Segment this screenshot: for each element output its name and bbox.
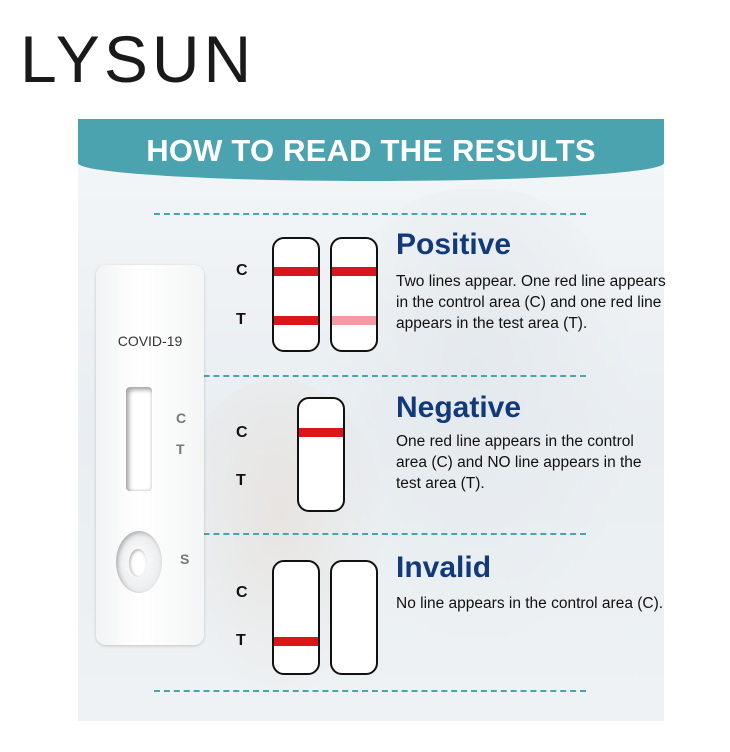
- cassette-sample-hole: [129, 549, 147, 577]
- result-desc-negative: One red line appears in the control area…: [396, 433, 642, 492]
- cassette-result-window: [126, 387, 152, 491]
- control-line: [332, 267, 376, 276]
- divider-2: [154, 533, 586, 535]
- cassette-mark-s: S: [180, 551, 190, 567]
- test-line: [274, 637, 318, 646]
- cassette-mark-c: C: [176, 410, 187, 426]
- positive-letter-t: T: [236, 311, 246, 328]
- invalid-strip-2: [330, 560, 378, 675]
- positive-letter-c: C: [236, 262, 248, 279]
- divider-1: [154, 375, 586, 377]
- positive-strip-1: [272, 237, 320, 352]
- result-desc-invalid: No line appears in the control area (C).: [396, 595, 664, 612]
- lysun-logo: LYSUN: [20, 22, 250, 90]
- title-banner: HOW TO READ THE RESULTS: [78, 119, 664, 181]
- control-line: [299, 428, 343, 437]
- invalid-letter-c: C: [236, 584, 248, 601]
- cassette-mark-t: T: [176, 441, 185, 457]
- result-desc-positive: Two lines appear. One red line appears i…: [396, 273, 666, 332]
- result-title-negative: Negative: [396, 391, 522, 424]
- page-title: HOW TO READ THE RESULTS: [146, 133, 596, 168]
- faint-test-line: [332, 316, 376, 325]
- negative-strip: [297, 397, 345, 512]
- control-line: [274, 267, 318, 276]
- divider-top: [154, 213, 586, 215]
- negative-letter-c: C: [236, 424, 248, 441]
- negative-letter-t: T: [236, 472, 246, 489]
- result-title-invalid: Invalid: [396, 551, 492, 584]
- result-title-positive: Positive: [396, 228, 512, 261]
- positive-strip-2: [330, 237, 378, 352]
- brand-logo-text: LYSUN: [20, 22, 250, 90]
- cassette-label: COVID-19: [117, 333, 183, 349]
- test-line: [274, 316, 318, 325]
- invalid-letter-t: T: [236, 632, 246, 649]
- invalid-strip-1: [272, 560, 320, 675]
- test-cassette: COVID-19 C T S: [96, 265, 204, 645]
- results-panel: HOW TO READ THE RESULTS: [78, 119, 664, 721]
- divider-bottom: [154, 690, 586, 692]
